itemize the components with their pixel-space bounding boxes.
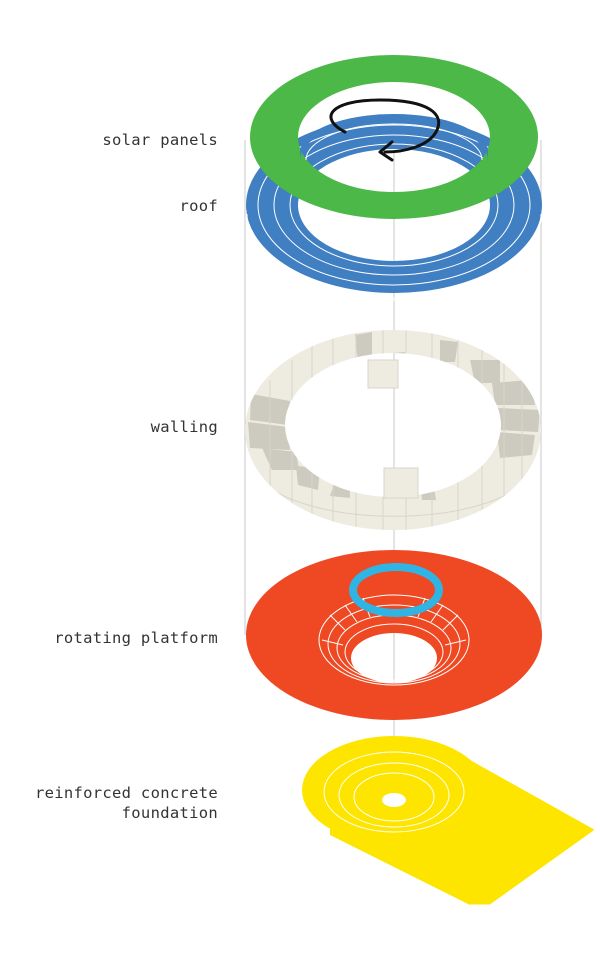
label-solar-panels: solar panels xyxy=(102,130,218,150)
wall-inner-pieces xyxy=(368,360,418,498)
label-foundation-line1: reinforced concrete xyxy=(35,783,218,803)
walling-layer xyxy=(240,320,550,540)
label-roof: roof xyxy=(179,196,218,216)
label-foundation: reinforced concrete foundation xyxy=(35,783,218,823)
label-solar-panels-text: solar panels xyxy=(102,130,218,150)
label-rotating-platform: rotating platform xyxy=(54,628,218,648)
label-foundation-line2: foundation xyxy=(35,803,218,823)
foundation-layer xyxy=(302,736,595,905)
label-walling-text: walling xyxy=(151,417,218,437)
label-roof-text: roof xyxy=(179,196,218,216)
foundation-center-hole xyxy=(382,793,406,807)
label-walling: walling xyxy=(151,417,218,437)
label-rotating-platform-text: rotating platform xyxy=(54,628,218,648)
